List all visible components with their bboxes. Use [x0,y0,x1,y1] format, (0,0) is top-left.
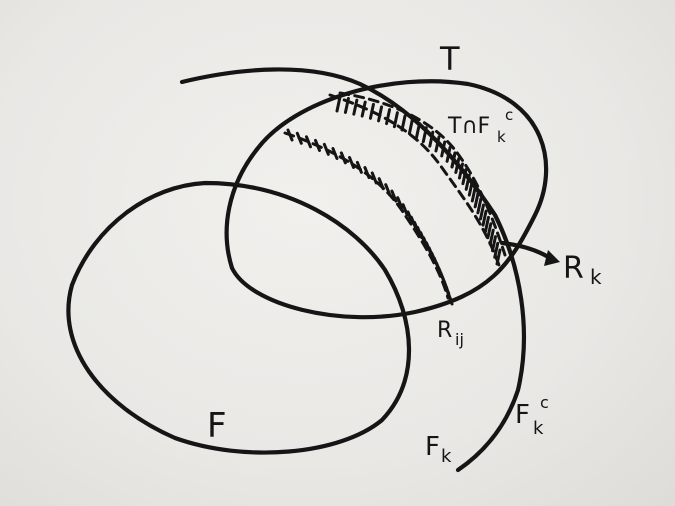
hatch-stroke [331,146,339,160]
hatch-stroke [377,177,385,191]
label-T: T [439,40,460,78]
set-F-outline [66,180,412,455]
hatch-stroke [355,160,363,174]
hatch-stroke [434,135,441,153]
hatch-stroke [421,126,428,144]
label-fkc-base: F [515,400,530,430]
hatch-stroke [440,140,447,158]
label-t-cap-fkc-sub: k [497,128,506,146]
hatch-stroke [347,155,355,169]
rk-boundary [338,91,507,257]
hatch-stroke [473,191,480,209]
hatch-stroke [343,96,350,114]
hatch-stroke [377,105,384,123]
hatch-stroke [488,228,495,246]
rij-hatching [286,128,454,306]
label-t-cap-fkc-base: T∩F [447,114,490,139]
hatch-stroke [476,197,483,215]
hatch-stroke [335,95,342,113]
hatch-stroke [450,151,457,169]
hatch-stroke [481,209,488,227]
hatch-stroke [368,102,375,120]
label-fk: F k [425,432,452,467]
hatch-stroke [322,142,330,156]
label-rij: R ij [437,318,464,349]
label-fkc: F k c [515,393,549,439]
hatch-stroke [400,114,407,132]
hatch-stroke [339,151,347,165]
hatch-stroke [478,203,485,221]
hatch-stroke [464,173,471,191]
label-t-cap-fkc-sup: c [505,106,513,124]
hatch-stroke [467,179,474,197]
hatch-stroke [392,111,399,129]
hatch-stroke [457,162,464,180]
t-cap-fkc-hatching [335,95,502,266]
hatch-stroke [295,131,303,145]
hatch-stroke [385,108,392,126]
hatch-stroke [370,171,378,185]
hatch-stroke [486,222,493,240]
label-rk: R k [563,251,602,289]
label-rk-base: R [563,251,584,286]
hatch-stroke [390,189,398,203]
hatch-stroke [313,138,321,152]
hatch-stroke [446,292,454,306]
hatch-stroke [428,130,435,148]
hatch-stroke [304,135,312,149]
label-t-cap-fkc: T∩F k c [447,106,513,146]
label-fk-sub: k [441,446,452,467]
hatch-stroke [483,215,490,233]
hatch-stroke [454,156,461,174]
hatch-stroke [363,166,371,180]
hatch-stroke [490,235,497,253]
set-T-outline [224,79,549,320]
label-fkc-sub: k [533,418,544,439]
hatch-stroke [407,118,414,136]
label-F: F [207,406,227,446]
hatch-stroke [360,100,367,118]
hatch-stroke [286,128,294,142]
hatch-stroke [461,168,468,186]
hatch-stroke [470,185,477,203]
label-rk-sub: k [590,265,602,289]
rij-left-boundary [283,131,450,300]
rk-arrowhead [544,250,560,266]
label-fk-base: F [425,432,440,462]
hatch-stroke [401,203,409,217]
hatch-stroke [493,241,500,259]
hatch-stroke [495,248,502,266]
hatch-stroke [352,98,359,116]
fk-boundary-curve [179,67,527,473]
hatch-stroke [414,122,421,140]
hatch-stroke [396,196,404,210]
label-fkc-sup: c [540,393,549,412]
label-rij-base: R [437,318,452,343]
hatch-stroke [445,145,452,163]
hatch-stroke [384,183,392,197]
label-rij-sub: ij [455,330,464,349]
